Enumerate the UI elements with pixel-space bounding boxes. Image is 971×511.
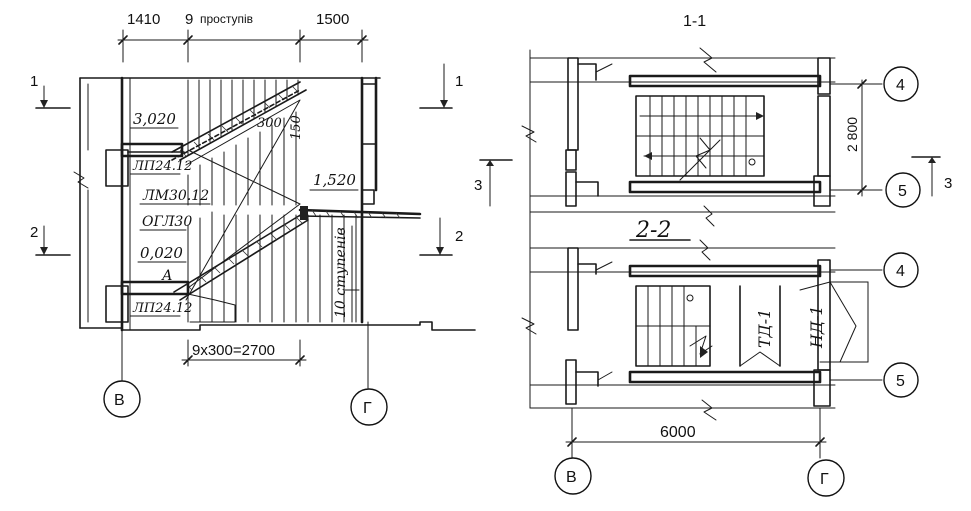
section-2-right-label: 2 bbox=[455, 228, 463, 245]
section-1-right-label: 1 bbox=[455, 73, 463, 90]
dim-left-width: 1410 bbox=[127, 11, 160, 28]
node-label: А bbox=[161, 268, 173, 284]
stringer-middle bbox=[185, 99, 301, 301]
slab-bottom-label: ЛП24.12 bbox=[132, 301, 192, 316]
beam-label: ОГЛ30 bbox=[142, 214, 192, 230]
section-mark-3-left bbox=[479, 125, 537, 335]
ten-steps-label: 10 ступенів bbox=[333, 227, 349, 318]
top-dimension-line bbox=[117, 29, 369, 63]
axis-g-bubble bbox=[350, 388, 388, 426]
section-mark-2-left bbox=[35, 225, 71, 256]
elevation-top: 3,020 bbox=[133, 110, 176, 128]
width-dimension bbox=[565, 407, 827, 459]
stringer-upper bbox=[171, 81, 307, 161]
slab-bottom-box bbox=[105, 280, 236, 323]
axis-row-5-bottom-label: 5 bbox=[896, 373, 905, 390]
axis-row-4-top-label: 4 bbox=[896, 77, 905, 94]
flight-length-dimension bbox=[181, 339, 307, 367]
slab-top-label: ЛП24.12 bbox=[132, 159, 192, 174]
section-1-1-treads bbox=[639, 95, 765, 181]
axis-row-5-top-label: 5 bbox=[898, 183, 907, 200]
stringer-lower bbox=[173, 213, 309, 301]
section-mark-2-right bbox=[419, 217, 453, 256]
axis-row-5-bottom bbox=[883, 362, 919, 398]
axis-col-v bbox=[554, 457, 592, 495]
section-1-left-label: 1 bbox=[30, 73, 38, 90]
vertical-step-note: 10 ступенів bbox=[333, 225, 360, 323]
flight-length-label: 9x300=2700 bbox=[192, 342, 275, 359]
door-td-label: ТД-1 bbox=[755, 309, 774, 348]
dim-right-width: 1500 bbox=[316, 11, 349, 28]
axis-col-g-label: Г bbox=[820, 471, 829, 488]
section-1-1-title: 1-1 bbox=[683, 13, 706, 30]
dim-steps-count: 9 bbox=[185, 11, 193, 28]
door-nd-label: НД-1 bbox=[807, 305, 826, 349]
axis-row-5-top bbox=[885, 172, 921, 208]
section-top-dim bbox=[529, 47, 836, 409]
slab-top-box bbox=[105, 142, 185, 187]
elevation-middle: 1,520 bbox=[313, 171, 356, 189]
landing-beam bbox=[298, 206, 422, 220]
axis-col-v-label: В bbox=[566, 469, 577, 486]
width-dim-label: 6000 bbox=[660, 424, 696, 441]
lower-flight bbox=[187, 211, 357, 323]
step-height-note: 150 bbox=[289, 115, 304, 140]
section-2-2-band bbox=[529, 205, 836, 261]
axis-col-g bbox=[807, 459, 845, 497]
stair-sections: 1-1 bbox=[474, 13, 952, 497]
section-2-left-label: 2 bbox=[30, 224, 38, 241]
door-td bbox=[739, 285, 781, 367]
section-mark-3-right bbox=[911, 156, 941, 197]
section-mark-1-right bbox=[419, 63, 453, 109]
door-nd bbox=[799, 281, 869, 363]
section-3-left-label: 3 bbox=[474, 177, 482, 194]
section-3-right-label: 3 bbox=[944, 175, 952, 192]
elevation-bottom: 0,020 bbox=[140, 244, 183, 262]
axis-v-bubble bbox=[103, 380, 141, 418]
flight-label: ЛМ30.12 bbox=[142, 188, 209, 204]
section-2-2-title: 2-2 bbox=[635, 218, 671, 243]
axis-g-label: Г bbox=[363, 400, 372, 417]
axis-row-4-bottom-label: 4 bbox=[896, 263, 905, 280]
section-2-2-frame bbox=[529, 247, 836, 421]
axis-row-4-top bbox=[883, 66, 919, 102]
section-mark-1-left bbox=[35, 85, 71, 109]
plan-walls bbox=[73, 76, 476, 332]
step-depth-note: 300 bbox=[257, 116, 282, 131]
section-1-1-frame bbox=[529, 57, 836, 207]
axis-row-4-bottom bbox=[883, 252, 919, 288]
height-dim-label: 2 800 bbox=[844, 117, 860, 152]
section-2-2-treads bbox=[647, 285, 713, 367]
dim-steps-word: проступів bbox=[200, 12, 253, 26]
stair-plan: 1410 9 проступів 1500 bbox=[30, 11, 476, 426]
axis-v-label: В bbox=[114, 392, 125, 409]
